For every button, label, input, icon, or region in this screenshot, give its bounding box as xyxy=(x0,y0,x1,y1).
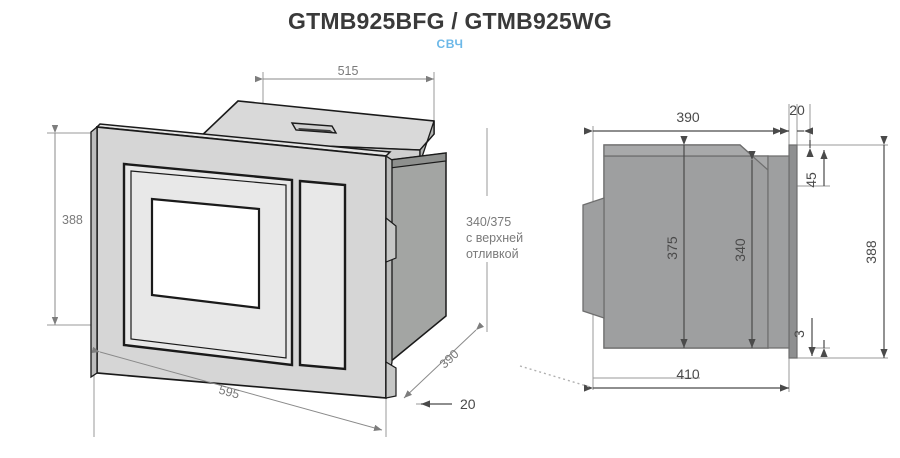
dimension-20-panel-label: 20 xyxy=(789,102,805,118)
flange-notch xyxy=(385,216,397,263)
mounting-flange xyxy=(385,154,393,399)
note-line-2: с верхней xyxy=(466,231,523,245)
dimension-388-right-label: 388 xyxy=(863,240,879,264)
front-panel-inner xyxy=(767,155,790,349)
top-handle-slot-icon xyxy=(298,128,333,132)
dimension-340-label: 340 xyxy=(732,238,748,262)
note-line-3: отливкой xyxy=(466,247,519,261)
dimension-410-label: 410 xyxy=(676,366,700,382)
dimension-3-label: 3 xyxy=(791,330,807,338)
door-glass-window xyxy=(150,197,261,310)
dimension-340: 340 xyxy=(732,151,756,348)
page-subtitle: СВЧ xyxy=(436,37,464,51)
dimension-20-lip: 20 xyxy=(421,396,476,412)
leader-line-dotted xyxy=(519,365,591,388)
control-panel xyxy=(298,179,347,371)
dimension-515: 515 xyxy=(255,64,434,83)
dimension-3: 3 xyxy=(791,318,828,357)
rear-protrusion xyxy=(582,197,605,319)
front-left-edge xyxy=(90,125,98,379)
dimension-375-label: 375 xyxy=(664,236,680,260)
dimension-45: 45 xyxy=(803,140,828,188)
dimension-388-right: 388 xyxy=(863,136,888,358)
dimension-390-depth-label: 390 xyxy=(437,347,462,371)
dimension-20-lip-label: 20 xyxy=(460,396,476,412)
front-panel-strip xyxy=(788,144,798,359)
dimension-388-left: 388 xyxy=(51,125,83,325)
dimension-388-left-label: 388 xyxy=(62,213,83,227)
right-side-profile-drawing: 390 20 45 375 340 xyxy=(519,102,888,392)
left-isometric-drawing: 515 388 595 390 20 xyxy=(47,64,523,437)
dimension-375: 375 xyxy=(664,136,688,348)
dimension-595: 595 xyxy=(91,346,383,431)
dimension-45-label: 45 xyxy=(803,172,819,188)
dimension-20-panel: 20 xyxy=(773,102,813,135)
dimension-410: 410 xyxy=(584,366,789,392)
note-top-moulding: 340/375 с верхней отливкой xyxy=(466,215,523,261)
dimension-515-label: 515 xyxy=(338,64,359,78)
cabinet-right-side xyxy=(389,152,447,364)
top-right-edge xyxy=(419,120,435,164)
dimension-390-top: 390 xyxy=(584,109,789,135)
page-title: GTMB925BFG / GTMB925WG xyxy=(288,8,612,34)
dimension-595-label: 595 xyxy=(217,383,241,402)
flange-notch-lower xyxy=(385,360,397,399)
note-line-1: 340/375 xyxy=(466,215,511,229)
dimension-390-top-label: 390 xyxy=(676,109,700,125)
